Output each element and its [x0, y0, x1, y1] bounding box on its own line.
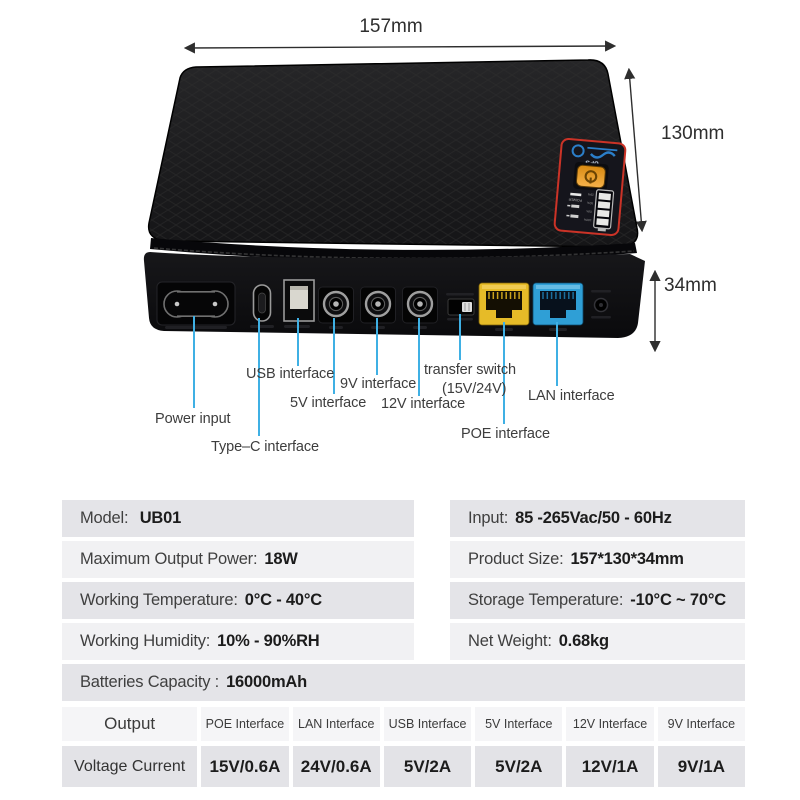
- power-button: [573, 161, 609, 192]
- callout-line-type-c: [258, 318, 260, 436]
- spec-label: Model:: [80, 509, 129, 527]
- type-c-port: [252, 284, 272, 322]
- spec-cell-working-temp: Working Temperature: 0°C - 40°C: [62, 582, 414, 619]
- callout-label-power-input: Power input: [155, 411, 231, 427]
- output-col-header-lan: LAN Interface: [292, 707, 380, 741]
- spec-cell-max-output: Maximum Output Power: 18W: [62, 541, 414, 578]
- spec-value: 0°C - 40°C: [244, 591, 322, 609]
- lan-port: [532, 282, 584, 326]
- spec-value: 16000mAh: [226, 673, 308, 691]
- output-col-header-poe: POE Interface: [201, 707, 289, 741]
- spec-row: Maximum Output Power: 18W Product Size: …: [62, 541, 745, 578]
- output-col-header-9v: 9V Interface: [657, 707, 745, 741]
- battery-level-50: 50%: [587, 201, 594, 206]
- spec-label: Product Size:: [468, 550, 564, 568]
- battery-level-100: 100%: [583, 218, 591, 223]
- output-col-header-12v: 12V Interface: [566, 707, 654, 741]
- spec-cell-batteries-capacity: Batteries Capacity : 16000mAh: [62, 664, 745, 701]
- spec-value: 157*130*34mm: [570, 550, 684, 568]
- output-value-poe: 15V/0.6A: [201, 746, 289, 787]
- battery-level-75: 75%: [586, 209, 593, 214]
- brand-logo: [571, 144, 618, 159]
- callout-label-usb: USB interface: [246, 366, 335, 382]
- dimension-depth-label: 130mm: [661, 123, 725, 144]
- output-value-9v: 9V/1A: [657, 746, 745, 787]
- spec-label: Storage Temperature:: [468, 591, 624, 609]
- callout-label-9v: 9V interface: [340, 376, 417, 392]
- output-value-usb: 5V/2A: [383, 746, 472, 787]
- output-table: Output POE Interface LAN Interface USB I…: [62, 707, 745, 787]
- output-header-row: Output POE Interface LAN Interface USB I…: [62, 707, 745, 741]
- callout-label-type-c: Type–C interface: [211, 439, 320, 455]
- battery-gauge: 100% 75% 50% 25%: [583, 189, 615, 232]
- spec-row: Working Temperature: 0°C - 40°C Storage …: [62, 582, 745, 619]
- output-value-lan: 24V/0.6A: [292, 746, 380, 787]
- callout-line-lan: [556, 322, 558, 386]
- spec-cell-product-size: Product Size: 157*130*34mm: [450, 541, 745, 578]
- callout-line-12v: [418, 318, 420, 396]
- spec-table: Model: UB01 Input: 85 -265Vac/50 - 60Hz …: [62, 500, 745, 701]
- spec-cell-storage-temp: Storage Temperature: -10°C ~ 70°C: [450, 582, 745, 619]
- spec-label: Input:: [468, 509, 509, 527]
- callout-line-usb: [297, 318, 299, 366]
- callout-line-poe: [503, 322, 505, 424]
- poe-port: [478, 282, 530, 326]
- spec-value: 18W: [264, 550, 298, 568]
- device-illustration: UPS POWER 1: [143, 40, 661, 353]
- callout-line-power-input: [193, 316, 195, 408]
- spec-value: -10°C ~ 70°C: [630, 591, 726, 609]
- spec-row: Batteries Capacity : 16000mAh: [62, 664, 745, 701]
- spec-value: 10% - 90%RH: [217, 632, 320, 650]
- spec-cell-model: Model: UB01: [62, 500, 414, 537]
- dc-jack-5v: [318, 286, 354, 324]
- callout-label-lan: LAN interface: [528, 388, 615, 404]
- spec-cell-working-humidity: Working Humidity: 10% - 90%RH: [62, 623, 414, 660]
- spec-label: Batteries Capacity :: [80, 673, 220, 691]
- output-row-label: Voltage Current: [62, 746, 198, 787]
- output-value-12v: 12V/1A: [566, 746, 654, 787]
- callout-line-5v: [333, 318, 335, 394]
- transfer-switch: [447, 298, 475, 316]
- embossed-marks: [165, 290, 611, 331]
- dimension-height-label: 34mm: [664, 275, 717, 296]
- ups-sticker: UPS POWER 1: [553, 137, 627, 237]
- dimension-width-label: 157mm: [359, 16, 423, 37]
- spec-cell-input: Input: 85 -265Vac/50 - 60Hz: [450, 500, 745, 537]
- spec-value: UB01: [135, 509, 182, 527]
- device-top-face: [147, 59, 639, 248]
- ac-power-inlet: [156, 281, 236, 326]
- callout-label-5v: 5V interface: [290, 395, 367, 411]
- output-col-header-5v: 5V Interface: [475, 707, 563, 741]
- output-corner-cell: Output: [62, 707, 198, 741]
- battery-level-25: 25%: [587, 192, 594, 197]
- spec-row: Model: UB01 Input: 85 -265Vac/50 - 60Hz: [62, 500, 745, 537]
- dc-round-jack: [593, 297, 609, 313]
- dc-jack-9v: [360, 286, 396, 324]
- usb-a-port: [283, 279, 315, 322]
- spec-label: Working Temperature:: [80, 591, 238, 609]
- power-indicator-label: POWER: [568, 197, 582, 202]
- ups-label: UPS: [585, 158, 600, 166]
- dc-jack-12v: [402, 286, 438, 324]
- callout-label-12v: 12V interface: [381, 396, 466, 412]
- spec-cell-net-weight: Net Weight: 0.68kg: [450, 623, 745, 660]
- output-data-row: Voltage Current 15V/0.6A 24V/0.6A 5V/2A …: [62, 746, 745, 787]
- callout-line-9v: [376, 318, 378, 375]
- spec-label: Net Weight:: [468, 632, 552, 650]
- output-col-header-usb: USB Interface: [383, 707, 472, 741]
- spec-value: 0.68kg: [558, 632, 609, 650]
- spec-row: Working Humidity: 10% - 90%RH Net Weight…: [62, 623, 745, 660]
- callout-label-transfer-switch: transfer switch: [424, 362, 516, 378]
- output-value-5v: 5V/2A: [475, 746, 563, 787]
- spec-label: Working Humidity:: [80, 632, 211, 650]
- callout-label-transfer-switch-voltages: (15V/24V): [442, 381, 507, 397]
- spec-value: 85 -265Vac/50 - 60Hz: [515, 509, 672, 527]
- dimension-arrows: [183, 40, 661, 353]
- power-indicator: POWER: [566, 192, 582, 219]
- spec-label: Maximum Output Power:: [80, 550, 258, 568]
- callout-label-poe: POE interface: [461, 426, 550, 442]
- callout-line-transfer-switch: [459, 314, 461, 360]
